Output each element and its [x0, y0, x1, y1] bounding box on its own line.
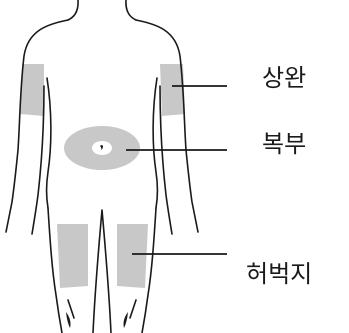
thigh-site-right	[117, 224, 148, 288]
left-torso-side	[47, 78, 51, 208]
knee-marks	[66, 312, 128, 328]
upper-arm-label: 상완	[262, 66, 306, 90]
right-knee-line	[130, 300, 136, 318]
crotch-line	[93, 210, 111, 333]
upper-arm-site-left	[20, 64, 44, 116]
neck-right-line	[126, 0, 136, 20]
neck-left-line	[68, 0, 78, 20]
abdomen-label: 복부	[262, 132, 306, 156]
navel-mark	[100, 145, 103, 150]
thigh-label: 허벅지	[246, 262, 312, 286]
right-torso-side	[153, 78, 157, 208]
knee-mark-left	[66, 312, 71, 328]
left-knee-line	[68, 300, 74, 318]
knee-mark-right	[124, 312, 129, 328]
thigh-site-left	[57, 224, 88, 288]
